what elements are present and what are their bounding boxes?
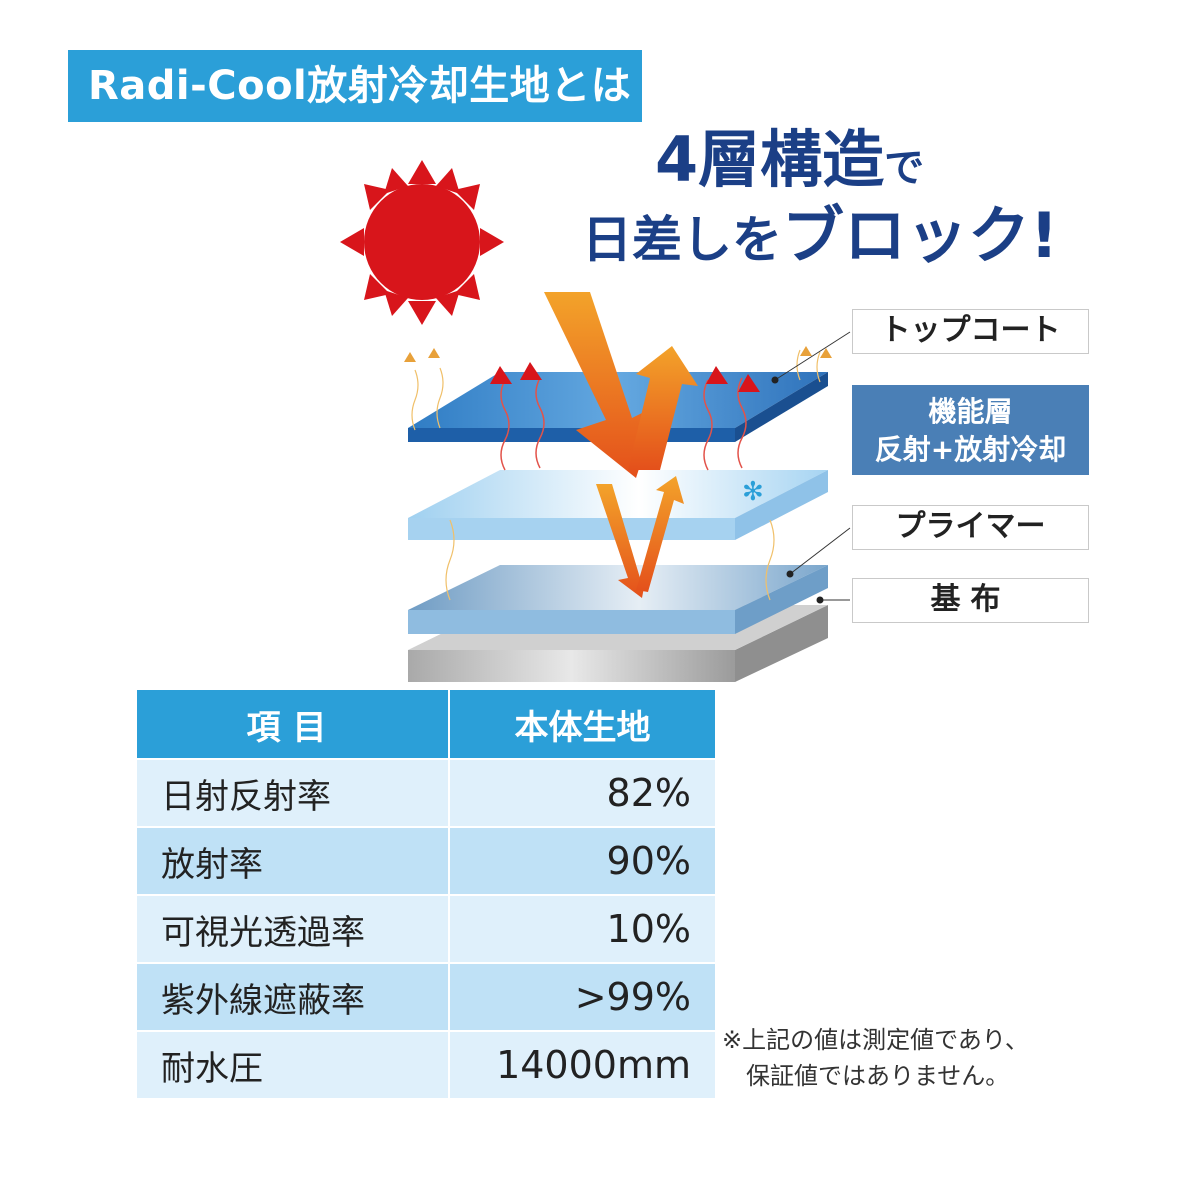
warm-wave-lines [411, 349, 821, 601]
row-value: 14000mm [448, 1030, 715, 1098]
leader-dots [771, 376, 824, 604]
table-header-row: 項目 本体生地 [137, 690, 715, 759]
heat-arrowheads [490, 362, 760, 392]
label-primer: プライマー [852, 505, 1089, 550]
spec-table: 項目 本体生地 日射反射率 82% 放射率 90% 可視光透過率 10% 紫外線… [137, 690, 715, 1098]
headline-line-2: 日差しをブロック! [582, 196, 1058, 280]
row-value: 90% [448, 826, 715, 895]
functional-layer: ✻ [408, 470, 828, 540]
leader-lines [774, 331, 851, 601]
warm-arrowheads [404, 346, 832, 362]
note-line-1: ※上記の値は測定値であり、 [722, 1026, 1029, 1054]
row-label: 放射率 [137, 826, 449, 895]
label-functional-layer: 機能層 反射+放射冷却 [852, 385, 1089, 475]
table-row: 耐水圧 14000mm [137, 1030, 715, 1098]
label-top-coat: トップコート [852, 309, 1089, 354]
header-item: 項目 [137, 690, 449, 759]
headline-sunlight: 日差しを [582, 211, 782, 269]
headline-de: で [884, 145, 925, 191]
table-row: 日射反射率 82% [137, 758, 715, 827]
sun-icon [340, 160, 504, 325]
title-banner: Radi-Cool放射冷却生地とは [68, 50, 642, 122]
table-row: 可視光透過率 10% [137, 894, 715, 963]
label-functional-line-2: 反射+放射冷却 [874, 433, 1067, 466]
row-value: >99% [448, 962, 715, 1031]
inner-down-arrow [596, 484, 648, 598]
row-value: 82% [448, 758, 715, 827]
row-label: 紫外線遮蔽率 [137, 962, 449, 1031]
reflected-up-arrow [628, 346, 698, 470]
row-label: 日射反射率 [137, 758, 449, 827]
primer-layer [408, 565, 828, 634]
row-label: 耐水圧 [137, 1030, 449, 1098]
snowflake-icon: ✻ [742, 477, 764, 507]
headline-block: ブロック! [782, 199, 1059, 272]
row-value: 10% [448, 894, 715, 963]
label-base-cloth: 基布 [852, 578, 1089, 623]
row-label: 可視光透過率 [137, 894, 449, 963]
table-row: 放射率 90% [137, 826, 715, 895]
label-functional-line-1: 機能層 [928, 395, 1013, 428]
sunlight-down-arrow [544, 292, 660, 478]
note-line-2: 保証値ではありません。 [746, 1062, 1010, 1090]
disclaimer-note: ※上記の値は測定値であり、 保証値ではありません。 [722, 1022, 1029, 1094]
headline-line-1: 4層構造で [655, 120, 924, 208]
table-row: 紫外線遮蔽率 >99% [137, 962, 715, 1031]
inner-up-arrow [636, 476, 684, 592]
headline-four-layer: 4層構造 [655, 123, 885, 196]
heat-wave-lines [500, 377, 747, 471]
header-value: 本体生地 [448, 690, 715, 759]
